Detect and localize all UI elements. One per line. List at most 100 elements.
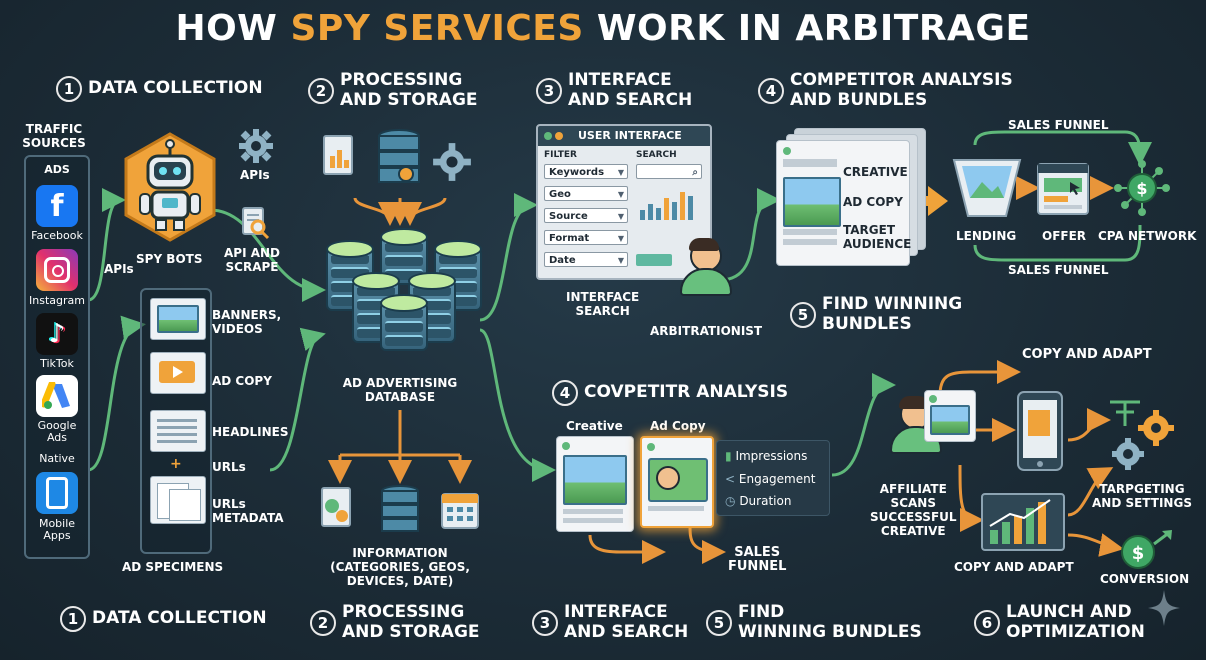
analysis-adcopy-card — [640, 436, 714, 528]
filter-keywords[interactable]: Keywords▼ — [544, 164, 628, 179]
traffic-sources-panel: ADS f Facebook Instagram ♪ TikTok Google… — [24, 155, 90, 559]
arrow-sources-to-bots — [87, 188, 126, 302]
ads-label: ADS — [44, 163, 70, 176]
robot-icon — [124, 132, 216, 242]
growth-chart-icon — [980, 492, 1066, 556]
arrow-db-to-ui — [479, 193, 538, 322]
processing-gear-icon — [432, 142, 472, 186]
lending-label: LENDING — [956, 229, 1017, 243]
info-document-icon — [318, 486, 358, 536]
arrow-funnel-top — [973, 130, 1152, 166]
tiktok-icon[interactable]: ♪ — [36, 313, 78, 355]
arrow-analysis-to-affiliate — [831, 373, 896, 477]
calendar-icon — [440, 488, 480, 534]
stat-duration: ◷ Duration — [725, 494, 792, 508]
gear-icon — [238, 128, 274, 168]
chevron-down-icon: ▼ — [617, 168, 624, 177]
copy-adapt-bottom-label: COPY AND ADAPT — [954, 560, 1074, 574]
arrow-ui-to-competitor — [719, 188, 781, 282]
arbitrationist-label: ARBITRATIONIST — [650, 324, 763, 338]
search-icon: ⌕ — [692, 167, 698, 178]
analysis-creative-label: Creative — [566, 419, 623, 433]
stat-engagement: < Engagement — [725, 472, 816, 486]
source-label-native: Native — [39, 452, 75, 465]
landing-page-icon — [952, 158, 1022, 224]
db-server — [380, 228, 428, 285]
db-server — [380, 294, 428, 351]
analysis-creative-card — [556, 436, 634, 532]
facebook-icon[interactable]: f — [36, 185, 78, 227]
scrape-document-icon — [240, 206, 270, 244]
spy-bot-illustration — [122, 132, 218, 242]
chevron-down-icon: ▼ — [617, 256, 624, 265]
adcopy-label: AD COPY — [843, 195, 903, 209]
spec-label-adcopy: AD COPY — [212, 374, 272, 388]
headline-card — [150, 410, 206, 452]
source-label-facebook: Facebook — [31, 229, 83, 242]
instagram-icon[interactable] — [36, 249, 78, 291]
source-label-tiktok: TikTok — [40, 357, 74, 370]
spec-label-banners: BANNERS,VIDEOS — [212, 308, 282, 336]
copy-adapt-top-label: COPY AND ADAPT — [1022, 347, 1152, 362]
google-ads-icon[interactable] — [36, 375, 78, 417]
chart-document-icon — [322, 134, 360, 186]
share-icon: < — [725, 472, 736, 486]
ad-specimens-label: AD SPECIMENS — [122, 560, 224, 574]
mini-bar-chart — [640, 192, 693, 220]
stat-impressions: ▮ Impressions — [725, 449, 808, 463]
big-orange-arrow — [910, 186, 948, 216]
banner-card — [150, 298, 206, 340]
source-label-instagram: Instagram — [29, 294, 85, 307]
chevron-down-icon: ▼ — [617, 234, 624, 243]
spec-label-headlines: HEADLINES — [212, 425, 289, 439]
filter-format[interactable]: Format▼ — [544, 230, 628, 245]
filter-label: FILTER — [544, 150, 577, 160]
information-label: INFORMATION(CATEGORIES, GEOS,DEVICES, DA… — [330, 546, 470, 588]
url-card — [150, 476, 206, 524]
filter-source[interactable]: Source▼ — [544, 208, 628, 223]
search-button[interactable] — [636, 254, 672, 266]
ui-titlebar: USER INTERFACE — [538, 126, 710, 146]
chevron-down-icon: ▼ — [617, 212, 624, 221]
apis-right-label: APIs — [240, 168, 270, 182]
settings-gears-icon — [1106, 396, 1182, 480]
conversion-icon: $ — [1116, 528, 1176, 576]
arbitrationist-avatar — [676, 238, 732, 298]
cpa-network-icon: $ — [1114, 160, 1170, 220]
clock-icon: ◷ — [725, 494, 736, 508]
spec-label-urls: URLs — [212, 460, 246, 474]
search-input[interactable]: ⌕ — [636, 164, 702, 179]
analysis-adcopy-label: Ad Copy — [650, 419, 706, 433]
cpa-network-label: CPA NETWORK — [1098, 229, 1197, 243]
plus-icon: + — [170, 456, 182, 472]
arrow-sources-to-specimens — [87, 315, 146, 472]
chevron-down-icon: ▼ — [617, 190, 624, 199]
mobile-icon[interactable] — [36, 472, 78, 514]
filter-date[interactable]: Date▼ — [544, 252, 628, 267]
offer-label: OFFER — [1042, 229, 1087, 243]
sparkle-icon — [1146, 588, 1182, 632]
apis-left-label: APIs — [104, 262, 134, 276]
filter-geo[interactable]: Geo▼ — [544, 186, 628, 201]
creative-label: CREATIVE — [843, 165, 908, 179]
user-interface-window: USER INTERFACE FILTER SEARCH Keywords▼ G… — [536, 124, 712, 280]
bar-chart-icon: ▮ — [725, 449, 732, 463]
arrow-db-to-analysis — [479, 328, 556, 482]
page-title: HOW SPY SERVICES WORK IN ARBITRAGE — [175, 8, 1031, 49]
